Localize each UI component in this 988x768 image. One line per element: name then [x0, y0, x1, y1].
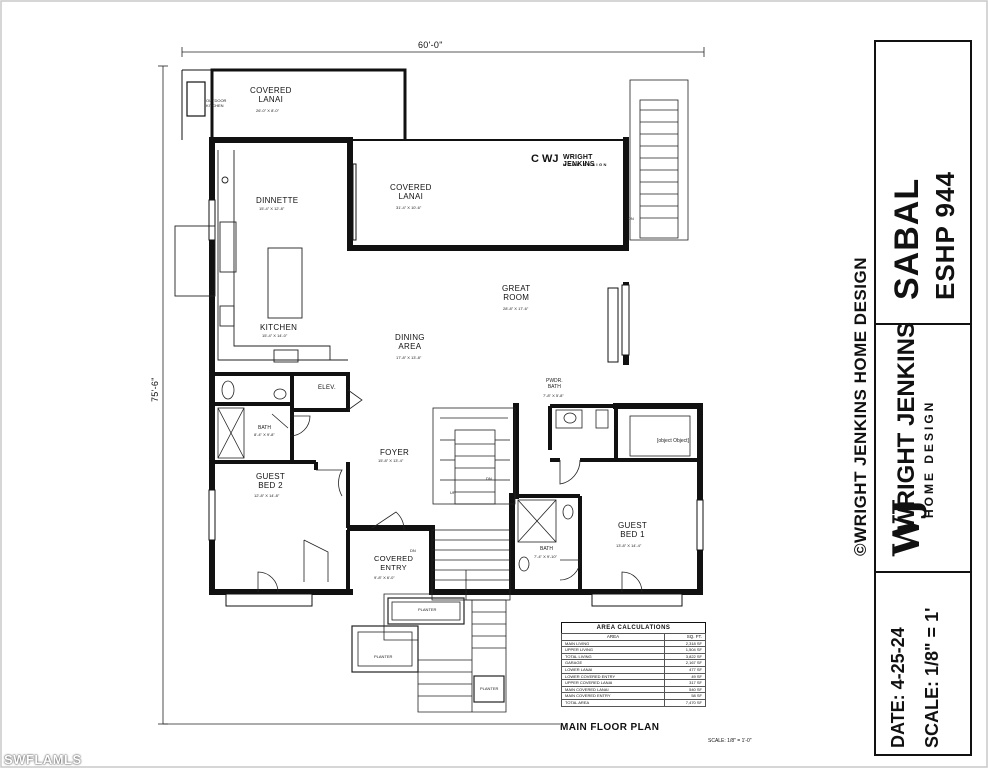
entry-stairs: [351, 529, 511, 713]
stair-up-label: UP: [450, 490, 456, 495]
plan-code: ESHP 944: [930, 171, 960, 300]
plan-brand-name: WRIGHT JENKINS: [563, 154, 595, 168]
plan-brand-logo: C WJ: [531, 153, 559, 165]
room-bath-left-dims: 8'-4" X 9'-8": [254, 432, 275, 437]
room-guest-bed-2: GUEST BED 2: [256, 472, 286, 491]
drawing-scale: SCALE: 1/8" = 1': [922, 607, 942, 748]
table-cell: 317 SF: [664, 679, 706, 687]
table-cell: MAIN LIVING: [561, 639, 665, 648]
area-table-title: AREA CALCULATIONS: [561, 622, 706, 633]
drawing-date: DATE: 4-25-24: [888, 627, 908, 748]
stair-down-label: DN: [486, 476, 492, 481]
outdoor-kitchen-label: OUTDOOR KITCHEN: [206, 98, 227, 108]
entry-stair-down-label: DN: [410, 548, 416, 553]
planter-2-label: PLANTER: [374, 654, 393, 659]
area-table-header: AREA: [561, 633, 665, 641]
room-dinnette: DINNETTE: [256, 196, 299, 205]
title-block: [874, 40, 972, 756]
table-cell: LOWER LANAI: [561, 665, 665, 674]
table-cell: 1,504 SF: [664, 646, 706, 654]
stair-down-2-label: DN: [628, 216, 634, 221]
table-cell: UPPER COVERED LANAI: [561, 679, 665, 687]
plan-brand-sub: HOME DESIGN: [563, 162, 608, 167]
area-table-header-row: AREA SQ. FT.: [561, 633, 706, 641]
room-dining-area: DINING AREA: [395, 333, 425, 352]
table-cell: TOTAL AREA: [561, 698, 665, 707]
table-cell: 477 SF: [664, 665, 706, 674]
plan-scale-note: SCALE: 1/8" = 1'-0": [708, 738, 752, 744]
plan-brand-mark: C WJ WRIGHT JENKINS HOME DESIGN: [517, 152, 617, 172]
table-cell: 2,318 SF: [664, 639, 706, 648]
kitchen-cabinets: [174, 150, 348, 363]
room-foyer: FOYER: [380, 448, 410, 457]
room-powder-bath-dims: 7'-8" X 5'-8": [543, 393, 564, 398]
room-guest-bed-1: GUEST BED 1: [618, 521, 648, 540]
interior-stairs: [432, 407, 516, 505]
table-cell: UPPER LIVING: [561, 646, 665, 654]
room-dining-area-dims: 17'-8" X 13'-8": [396, 355, 422, 360]
mls-watermark: SWFLAMLS: [4, 752, 82, 767]
table-cell: 7,470 SF: [664, 698, 706, 707]
doors: [257, 389, 643, 593]
room-great-room: GREAT ROOM: [502, 284, 531, 303]
table-cell: GARAGE: [561, 659, 665, 667]
copyright-notice: ©WRIGHT JENKINS HOME DESIGN: [851, 257, 870, 556]
table-cell: MAIN COVERED LANAI: [561, 685, 665, 694]
room-bath-right: BATH: [540, 546, 553, 552]
table-cell: 540 SF: [664, 685, 706, 694]
table-cell: 58 SF: [664, 692, 706, 700]
room-covered-lanai-1: COVERED LANAI: [250, 86, 292, 105]
area-calculations-table: AREA CALCULATIONS AREA SQ. FT. MAIN LIVI…: [561, 622, 706, 707]
room-wic: [object Object]: [657, 438, 689, 444]
title-block-dividers: [876, 323, 970, 573]
room-covered-lanai-2: COVERED LANAI: [390, 183, 432, 202]
depth-dimension: 75'-6": [150, 377, 160, 402]
table-cell: 2,167 SF: [664, 659, 706, 667]
table-cell: 3,822 SF: [664, 652, 706, 661]
width-dimension: 60'-0": [418, 40, 443, 50]
room-dinnette-dims: 15'-4" X 12'-8": [259, 206, 285, 211]
windows: [208, 163, 704, 607]
table-cell: LOWER COVERED ENTRY: [561, 672, 665, 681]
room-elevator: ELEV.: [318, 385, 336, 391]
plan-name: SABAL: [888, 177, 926, 300]
room-kitchen: KITCHEN: [260, 323, 298, 332]
area-table-header: SQ. FT.: [664, 633, 706, 641]
table-cell: 49 SF: [664, 672, 706, 681]
exterior-stairs-right: [629, 79, 689, 241]
planter-3-label: PLANTER: [480, 686, 499, 691]
table-cell: MAIN COVERED ENTRY: [561, 692, 665, 700]
room-guest-bed-2-dims: 12'-8" X 14'-8": [254, 493, 280, 498]
bath-fixtures: [217, 380, 691, 572]
lanai-outlines: [181, 68, 626, 141]
dimension-lines: [158, 47, 705, 725]
room-bath-left: BATH: [258, 425, 271, 431]
room-guest-bed-1-dims: 13'-8" X 14'-4": [616, 543, 642, 548]
plan-title: MAIN FLOOR PLAN: [560, 722, 660, 733]
planter-1-label: PLANTER: [418, 607, 437, 612]
room-covered-lanai-2-dims: 31'-4" X 10'-6": [396, 205, 422, 210]
room-foyer-dims: 15'-8" X 13'-4": [378, 458, 404, 463]
room-kitchen-dims: 15'-4" X 14'-0": [262, 333, 288, 338]
room-bath-right-dims: 7'-4" X 9'-10": [534, 554, 558, 559]
wj-logo: WJ: [886, 498, 928, 556]
room-covered-entry: COVERED ENTRY: [374, 554, 414, 572]
room-covered-lanai-1-dims: 26'-0" X 8'-0": [256, 108, 280, 113]
table-cell: TOTAL LIVING: [561, 652, 665, 661]
room-covered-entry-dims: 9'-8" X 6'-0": [374, 575, 395, 580]
room-powder-bath: PWDR. BATH: [546, 378, 563, 390]
room-great-room-dims: 28'-8" X 17'-6": [503, 306, 529, 311]
